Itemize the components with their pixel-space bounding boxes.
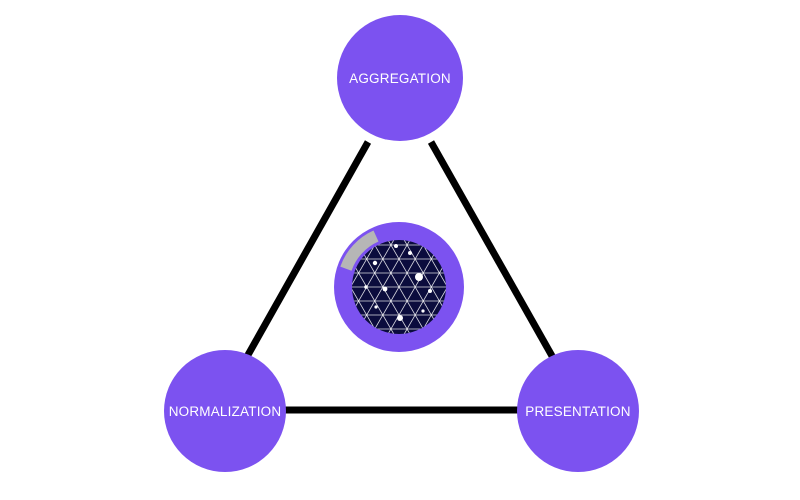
star-dot [394,244,398,248]
star-dot [408,251,412,255]
grid-line [400,240,446,327]
node-aggregation-circle [337,15,463,141]
star-dot [421,309,425,313]
starry-globe-icon [334,222,464,352]
grid-line [352,240,411,334]
star-dot [372,260,378,266]
grid-line [363,240,435,334]
star-dot [374,305,378,309]
node-presentation-circle [517,350,639,472]
node-presentation-label: PRESENTATION [525,404,630,419]
edges [240,140,560,414]
grid-line [352,240,398,327]
grid-line [387,240,446,334]
node-normalization-circle [164,350,286,472]
edge-aggregation-presentation [427,140,560,365]
star-dot [397,315,403,321]
grid-line [400,247,446,334]
star-dot [382,286,388,292]
star-dot [428,289,432,293]
node-normalization: NORMALIZATION [164,350,286,472]
star-dot [364,285,368,289]
star-dot [415,273,423,281]
center-ring-gap [340,230,379,271]
edge-aggregation-normalization [240,140,372,364]
node-presentation: PRESENTATION [517,350,639,472]
node-normalization-label: NORMALIZATION [169,404,282,419]
center-stars [364,244,432,321]
node-aggregation-label: AGGREGATION [349,71,451,86]
grid-line [352,247,398,334]
node-aggregation: AGGREGATION [337,15,463,141]
